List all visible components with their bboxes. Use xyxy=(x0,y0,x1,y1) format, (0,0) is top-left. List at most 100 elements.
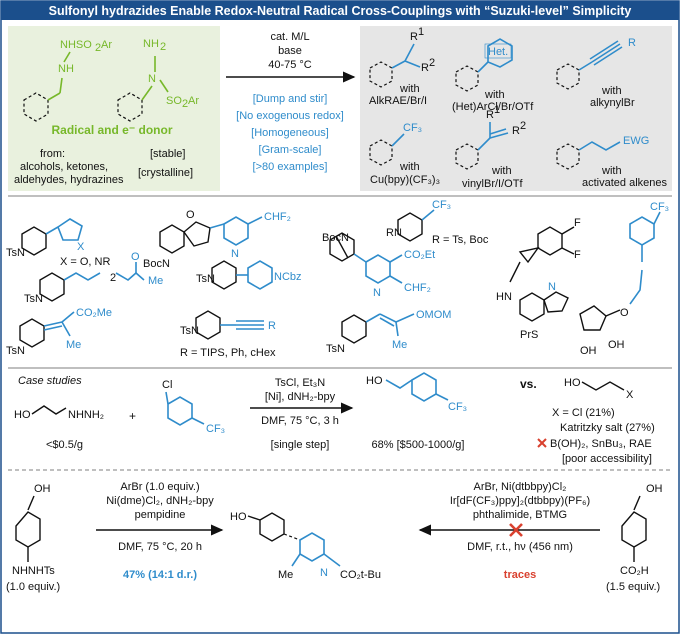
svg-text:PrS: PrS xyxy=(520,329,538,341)
svg-text:CO₂Me: CO₂Me xyxy=(76,307,112,319)
svg-text:CO₂H: CO₂H xyxy=(620,565,649,577)
svg-text:2: 2 xyxy=(95,42,101,54)
svg-text:HO: HO xyxy=(564,377,581,389)
scope-molecule-j: F F HN N PrS OH OH O CF₃ xyxy=(496,201,669,357)
from-label: from: xyxy=(40,148,65,160)
svg-text:R: R xyxy=(268,320,276,332)
poor-access: [poor accessibility] xyxy=(562,453,652,465)
reagent-chloropyridine: Cl CF₃ xyxy=(162,379,225,435)
svg-text:TsN: TsN xyxy=(326,343,345,355)
svg-text:O: O xyxy=(620,307,629,319)
svg-text:R = TIPS, Ph, cHex: R = TIPS, Ph, cHex xyxy=(180,347,276,359)
svg-text:activated alkenes: activated alkenes xyxy=(582,177,667,189)
scope-molecule-d: BocN N CO₂Et CHF₂ xyxy=(322,232,435,299)
svg-text:NCbz: NCbz xyxy=(274,271,302,283)
cond-right-1: ArBr, Ni(dtbbpy)Cl₂ xyxy=(474,481,567,493)
vs-structure: HO X xyxy=(564,377,634,401)
svg-text:1: 1 xyxy=(418,26,424,38)
svg-text:CHF₂: CHF₂ xyxy=(264,211,291,223)
svg-text:1: 1 xyxy=(494,104,500,116)
svg-text:Ar: Ar xyxy=(101,39,112,51)
case-product: HO CF₃ xyxy=(366,372,467,413)
svg-text:RN: RN xyxy=(386,227,402,239)
products-panel xyxy=(360,26,672,191)
donor-molecule-1: NHSO 2 Ar NH xyxy=(23,39,112,122)
svg-text:BocN: BocN xyxy=(143,258,170,270)
nh-label: NH xyxy=(58,63,74,75)
svg-text:F: F xyxy=(574,249,581,261)
scope-molecule-b: O BocN N CHF₂ xyxy=(143,209,291,270)
feature-item: [Gram-scale] xyxy=(259,144,322,156)
scope-molecule-e: TsN 2 O Me xyxy=(24,251,163,305)
svg-text:R: R xyxy=(512,125,520,137)
scope-molecule-c: RN CF₃ R = Ts, Boc xyxy=(386,199,489,246)
header-bar xyxy=(1,1,679,20)
svg-text:F: F xyxy=(574,217,581,229)
svg-text:BocN: BocN xyxy=(322,232,349,244)
svg-text:with: with xyxy=(601,85,622,97)
svg-text:NHNH₂: NHNH₂ xyxy=(68,409,104,421)
svg-text:OMOM: OMOM xyxy=(416,309,451,321)
svg-text:HO: HO xyxy=(230,511,247,523)
cross-mark-2 xyxy=(509,523,523,537)
product-cf3: CF₃ with Cu(bpy)(CF₃)₃ xyxy=(369,122,440,186)
single-step: [single step] xyxy=(271,439,330,451)
plus-sign: + xyxy=(129,409,136,423)
svg-text:Me: Me xyxy=(278,569,293,581)
cond-left-2: Ni(dme)Cl₂, dNH₂-bpy xyxy=(106,495,214,507)
feature-item: [Dump and stir] xyxy=(253,93,328,105)
svg-text:HN: HN xyxy=(496,291,512,303)
cond-right-3: phthalimide, BTMG xyxy=(473,509,567,521)
svg-text:Het.: Het. xyxy=(488,46,508,58)
cond-left-4: DMF, 75 °C, 20 h xyxy=(118,541,202,553)
case-cond-3: DMF, 75 °C, 3 h xyxy=(261,415,339,427)
svg-text:X: X xyxy=(626,389,634,401)
svg-text:R = Ts, Boc: R = Ts, Boc xyxy=(432,234,489,246)
cond-line-3: 40-75 °C xyxy=(268,59,312,71)
svg-text:N: N xyxy=(548,281,556,293)
yield-left: 47% (14:1 d.r.) xyxy=(123,569,197,581)
svg-text:with: with xyxy=(399,83,420,95)
svg-text:CF₃: CF₃ xyxy=(650,201,669,213)
svg-text:CF₃: CF₃ xyxy=(206,423,225,435)
katritzky: Katritzky salt (27%) xyxy=(560,422,655,434)
svg-text:2: 2 xyxy=(160,41,166,53)
scope-molecule-i: TsN Me OMOM xyxy=(326,309,451,355)
svg-text:alkynylBr: alkynylBr xyxy=(590,97,635,109)
product-alkyne: R with alkynylBr xyxy=(556,37,636,109)
donor-title: Radical and e⁻ donor xyxy=(51,123,172,137)
cond-right-2: Ir[dF(CF₃)ppy]₂(dtbbpy)(PF₆) xyxy=(450,495,590,507)
svg-text:(1.0 equiv.): (1.0 equiv.) xyxy=(6,581,60,593)
case-yield: 68% [$500-1000/g] xyxy=(372,439,465,451)
svg-text:AlkRAE/Br/I: AlkRAE/Br/I xyxy=(369,95,427,107)
svg-text:with: with xyxy=(491,165,512,177)
cost-label: <$0.5/g xyxy=(46,439,83,451)
scope-molecule-a: TsN X X = O, NR xyxy=(6,218,110,268)
product-alkyl: R 1 R 2 with AlkRAE/Br/I xyxy=(369,26,435,107)
feature-item: [No exogenous redox] xyxy=(236,110,344,122)
right-substrate: OH CO₂H (1.5 equiv.) xyxy=(606,483,663,593)
nhso2ar-label: NHSO xyxy=(60,39,92,51)
scope-molecule-h: TsN R R = TIPS, Ph, cHex xyxy=(180,310,276,359)
svg-text:Ar: Ar xyxy=(188,95,199,107)
cond-line-1: cat. M/L xyxy=(270,31,309,43)
svg-text:HO: HO xyxy=(366,375,383,387)
svg-text:with: with xyxy=(601,165,622,177)
svg-text:Me: Me xyxy=(148,275,163,287)
svg-text:(1.5 equiv.): (1.5 equiv.) xyxy=(606,581,660,593)
svg-text:O: O xyxy=(131,251,140,263)
scope-molecule-g: TsN CO₂Me Me xyxy=(6,307,112,357)
feature-list: [Dump and stir][No exogenous redox][Homo… xyxy=(236,93,344,173)
svg-text:OH: OH xyxy=(580,345,597,357)
svg-text:EWG: EWG xyxy=(623,135,649,147)
svg-text:N: N xyxy=(231,248,239,260)
svg-text:Me: Me xyxy=(392,339,407,351)
case-cond-2: [Ni], dNH₂-bpy xyxy=(265,391,336,403)
product-vinyl: R 1 R 2 with vinylBr/I/OTf xyxy=(455,104,526,190)
svg-text:vinylBr/I/OTf: vinylBr/I/OTf xyxy=(462,178,523,190)
svg-text:2: 2 xyxy=(110,272,116,284)
scope-molecule-f: TsN NCbz xyxy=(196,260,302,290)
svg-text:CO₂t-Bu: CO₂t-Bu xyxy=(340,569,381,581)
svg-text:R: R xyxy=(410,31,418,43)
